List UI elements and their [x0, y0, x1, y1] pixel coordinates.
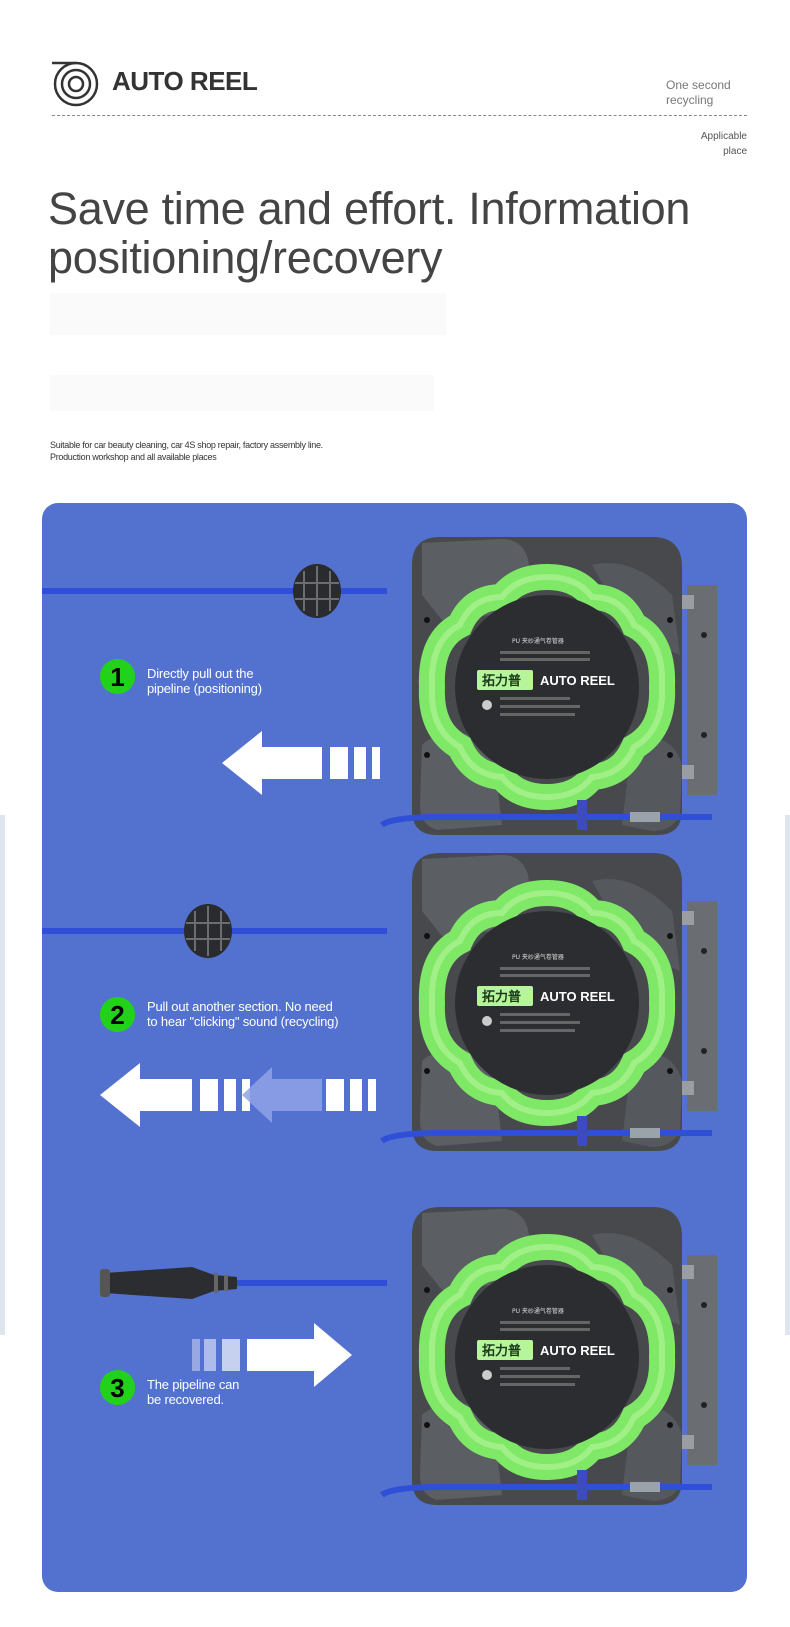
brand-logo-icon [52, 61, 99, 107]
step-3-text: The pipeline can be recovered. [147, 1377, 239, 1407]
step-number-badge: 3 [100, 1370, 135, 1405]
step-number-badge: 1 [100, 659, 135, 694]
step-1-text: Directly pull out the pipeline (position… [147, 666, 262, 696]
step-3-line-1: The pipeline can [147, 1377, 240, 1392]
header-divider [52, 115, 747, 116]
tagline: One second recycling [666, 78, 766, 108]
edge-decoration [0, 815, 5, 1335]
step-2-line-1: Pull out another section. No need [147, 999, 333, 1014]
illustration-panel: 拓力普 AUTO REEL PU 夹纱通气卷管器 [42, 503, 747, 1592]
reel-illustration-3 [100, 1195, 747, 1592]
reel-illustration-1 [42, 503, 747, 843]
placeholder-block [50, 375, 434, 411]
headline-line-2: positioning/recovery [48, 232, 443, 283]
placeholder-block [50, 293, 446, 335]
step-3-line-2: be recovered. [147, 1392, 224, 1407]
step-2-text: Pull out another section. No need to hea… [147, 999, 339, 1029]
usage-description: Suitable for car beauty cleaning, car 4S… [50, 439, 410, 463]
description-line-2: Production workshop and all available pl… [50, 452, 217, 462]
step-1-line-2: pipeline (positioning) [147, 681, 262, 696]
headline-line-1: Save time and effort. Information [48, 183, 691, 234]
edge-decoration [785, 815, 790, 1335]
page-headline: Save time and effort. Information positi… [48, 184, 768, 282]
step-2-line-2: to hear "clicking" sound (recycling) [147, 1014, 339, 1029]
tagline-line-2: recycling [666, 93, 714, 107]
reel-illustration-2 [42, 841, 747, 1181]
step-1-line-1: Directly pull out the [147, 666, 254, 681]
applicable-place: Applicable place [680, 129, 747, 159]
applicable-line-1: Applicable [700, 131, 747, 142]
applicable-line-2: place [723, 146, 747, 157]
step-number-badge: 2 [100, 997, 135, 1032]
brand-name: AUTO REEL [112, 66, 258, 96]
description-line-1: Suitable for car beauty cleaning, car 4S… [50, 440, 323, 450]
tagline-line-1: One second [666, 78, 731, 92]
